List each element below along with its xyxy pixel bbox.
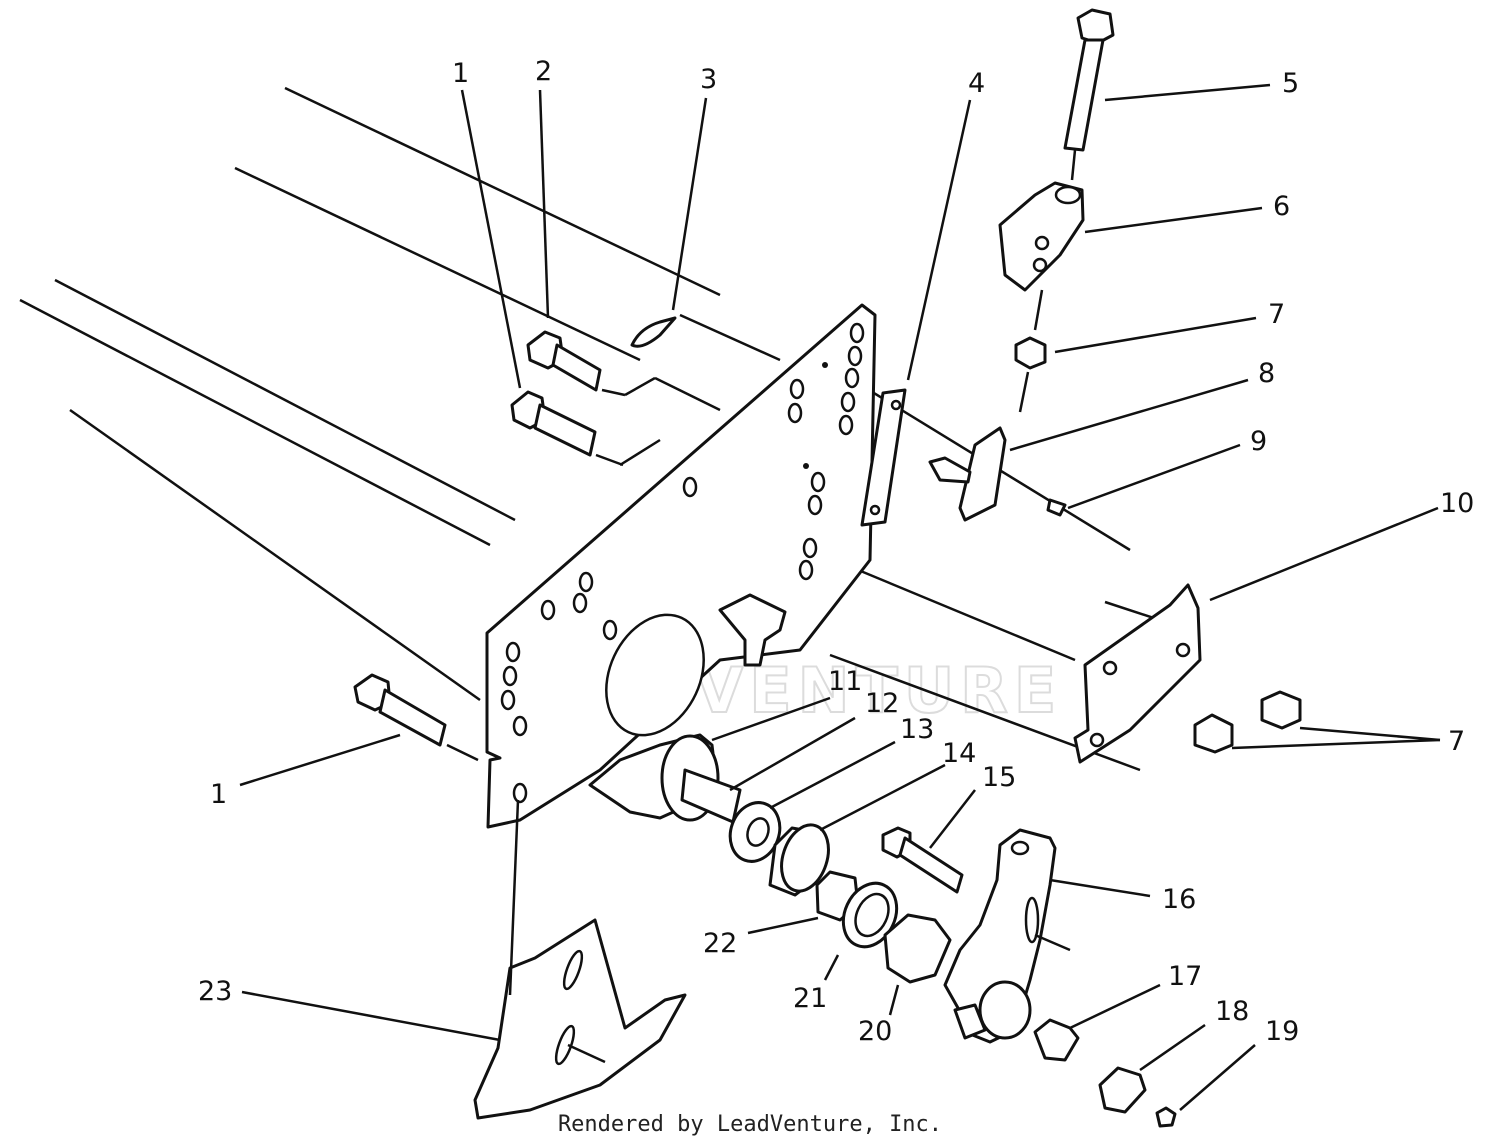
clip-3 bbox=[630, 313, 781, 362]
callout-12: 12 bbox=[865, 688, 899, 719]
nut-7-upper bbox=[1014, 336, 1047, 413]
bolt-5 bbox=[1063, 8, 1115, 181]
callout-5: 5 bbox=[1282, 68, 1299, 99]
callout-7-upper: 7 bbox=[1268, 299, 1285, 330]
callout-3: 3 bbox=[700, 64, 717, 95]
plate-holes bbox=[500, 322, 865, 804]
bushing-17 bbox=[1033, 1018, 1080, 1062]
bolt-15 bbox=[881, 826, 964, 894]
callout-19: 19 bbox=[1265, 1016, 1299, 1047]
callout-22: 22 bbox=[703, 928, 737, 959]
callout-9: 9 bbox=[1250, 426, 1267, 457]
pin-9 bbox=[1046, 498, 1067, 517]
callout-10: 10 bbox=[1440, 488, 1474, 519]
callout-4: 4 bbox=[968, 68, 985, 99]
fitting-19 bbox=[1155, 1106, 1177, 1128]
callout-14: 14 bbox=[942, 738, 976, 769]
callout-11: 11 bbox=[828, 666, 862, 697]
ring-21 bbox=[841, 881, 899, 949]
collar-20 bbox=[883, 913, 952, 984]
bolt-1-upper bbox=[510, 390, 661, 467]
bearing-11 bbox=[588, 733, 742, 824]
side-plate bbox=[485, 303, 877, 829]
callout-6: 6 bbox=[1273, 191, 1290, 222]
callout-1-upper: 1 bbox=[452, 58, 469, 89]
leader-lines bbox=[239, 83, 1441, 1111]
callout-18: 18 bbox=[1215, 996, 1249, 1027]
callout-15: 15 bbox=[982, 762, 1016, 793]
strip-4 bbox=[860, 388, 907, 527]
bracket-8 bbox=[928, 426, 1007, 522]
callout-8: 8 bbox=[1258, 358, 1275, 389]
callout-7-lower: 7 bbox=[1448, 726, 1465, 757]
bolt-2 bbox=[526, 330, 721, 412]
callout-21: 21 bbox=[793, 983, 827, 1014]
washer-12 bbox=[728, 801, 782, 863]
callout-1-lower: 1 bbox=[210, 779, 227, 810]
callout-2: 2 bbox=[535, 56, 552, 87]
callout-16: 16 bbox=[1162, 884, 1196, 915]
callout-20: 20 bbox=[858, 1016, 892, 1047]
bracket-10 bbox=[1073, 583, 1202, 764]
bolt-1-lower bbox=[353, 673, 479, 762]
bushing-13-14 bbox=[768, 823, 830, 897]
callout-13: 13 bbox=[900, 714, 934, 745]
callout-17: 17 bbox=[1168, 961, 1202, 992]
sleeve-18 bbox=[1098, 1066, 1147, 1114]
arm-16 bbox=[943, 828, 1071, 1044]
clevis-6 bbox=[998, 181, 1085, 331]
callout-23: 23 bbox=[198, 976, 232, 1007]
nut-7-right bbox=[1193, 690, 1302, 754]
callout-labels: 1 2 3 4 5 6 7 8 9 10 11 12 13 14 15 16 7… bbox=[198, 56, 1474, 1047]
guard-23 bbox=[473, 799, 687, 1120]
rendered-by-footer: Rendered by LeadVenture, Inc. bbox=[557, 1112, 943, 1137]
